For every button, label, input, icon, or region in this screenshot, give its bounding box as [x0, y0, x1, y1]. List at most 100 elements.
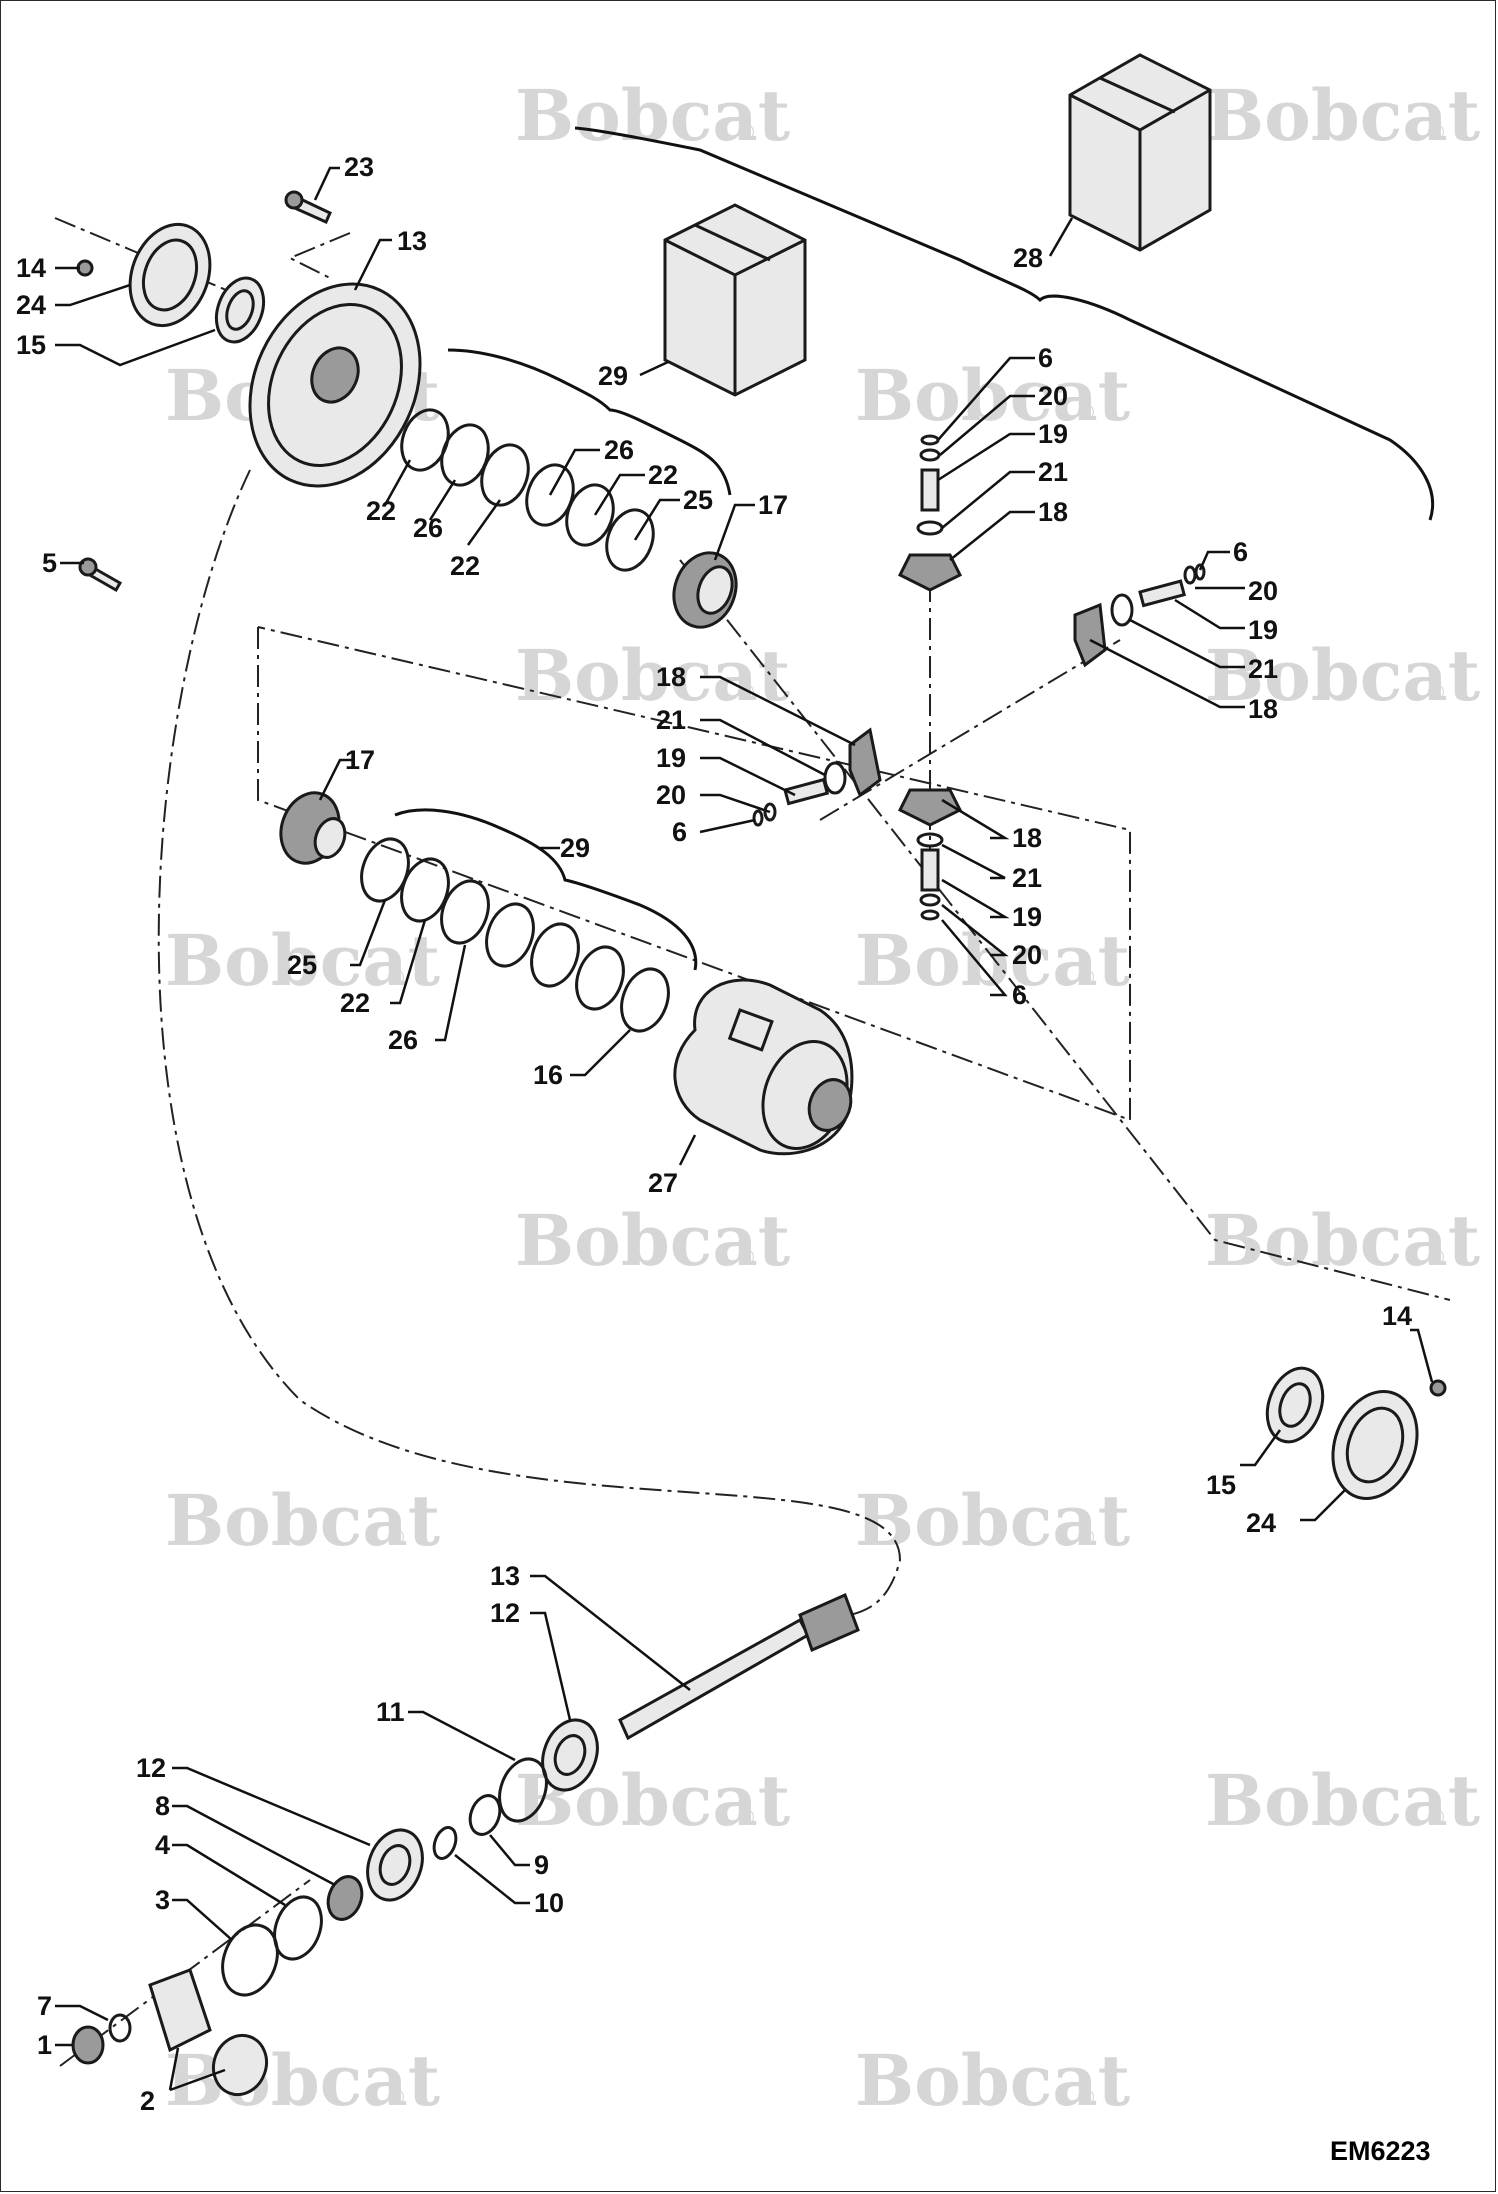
side-gear-lower [279, 791, 347, 865]
bolt-14-left [76, 259, 94, 277]
shim [360, 837, 410, 903]
leader-22c [593, 473, 645, 516]
pinion-right [1073, 563, 1206, 668]
shaft-body [618, 1617, 811, 1741]
gear-hub [310, 346, 360, 404]
side-gear-upper [672, 551, 738, 629]
pinion-body [897, 788, 963, 827]
callout-27: 27 [648, 1168, 678, 1198]
leader-21c [700, 718, 826, 777]
watermark-text: Bobcat [515, 74, 790, 157]
watermark-text: Bobcat [1205, 1199, 1480, 1282]
watermark-text: Bobcat [515, 634, 790, 717]
callout-22d: 22 [340, 988, 370, 1018]
watermark-reg: ® [1075, 1526, 1097, 1551]
callout-20a: 20 [1038, 381, 1068, 411]
thrust-washer [1110, 593, 1134, 627]
watermark-r4c2: Bobcat® [855, 919, 1130, 1002]
watermark-text: Bobcat [1205, 634, 1480, 717]
leader-8 [172, 1804, 336, 1887]
watermark-reg: ® [1075, 966, 1097, 991]
callout-22c: 22 [648, 460, 678, 490]
leader-6d [941, 919, 1008, 997]
callout-26c: 26 [388, 1025, 418, 1055]
watermark-r8c1: Bobcat® [165, 2039, 440, 2122]
watermark-r4c1: Bobcat® [165, 919, 440, 1002]
callout-11: 11 [376, 1697, 405, 1727]
watermark-reg: ® [385, 2086, 407, 2111]
kit-29-upper-brace [447, 348, 732, 496]
watermark-r7c2: Bobcat® [1205, 1759, 1480, 1842]
watermark-reg: ® [735, 1246, 757, 1271]
leader-19c [700, 756, 796, 797]
callout-23: 23 [344, 152, 374, 182]
leader-19b [1174, 598, 1245, 630]
leader-15-left [55, 328, 216, 367]
callout-6d: 6 [1012, 980, 1027, 1010]
watermark-r6c1: Bobcat® [165, 1479, 440, 1562]
adjusting-nut-right [1331, 1390, 1419, 1500]
friction-disc [480, 443, 530, 507]
shim-11 [498, 1757, 548, 1823]
thrust-washer [823, 761, 847, 795]
case-boss [727, 1008, 774, 1052]
callout-24-right: 24 [1246, 1508, 1276, 1538]
center-lines [54, 217, 1451, 2067]
callout-3: 3 [155, 1885, 170, 1915]
callout-24-left: 24 [16, 290, 46, 320]
friction-disc [530, 922, 580, 988]
watermark-text: Bobcat [855, 2039, 1130, 2122]
callout-8: 8 [155, 1791, 170, 1821]
ring-gear [248, 282, 422, 488]
callout-22a: 22 [366, 496, 396, 526]
pinion-body [848, 727, 882, 798]
watermark-text: Bobcat [855, 1479, 1130, 1562]
callout-12b: 12 [136, 1753, 166, 1783]
snap-ring [620, 967, 670, 1033]
leader-4 [172, 1843, 286, 1907]
callout-20b: 20 [1248, 576, 1278, 606]
callout-19c: 19 [656, 743, 686, 773]
watermark-r8c2: Bobcat® [855, 2039, 1130, 2122]
leader-19d [941, 878, 1010, 919]
watermark-reg: ® [735, 1806, 757, 1831]
leader-20a [939, 394, 1035, 456]
pinion-shaft [618, 1592, 860, 1741]
leader-26b [548, 448, 600, 496]
yoke-cap-2 [212, 2033, 268, 2097]
bolt-head [284, 190, 304, 210]
leader-25b [350, 899, 387, 967]
leader-19a [937, 432, 1035, 482]
leader-3 [172, 1898, 233, 1941]
watermark-reg: ® [1425, 121, 1447, 146]
callout-19d: 19 [1012, 902, 1042, 932]
watermark-r1c1: Bobcat® [515, 74, 790, 157]
callout-2: 2 [140, 2086, 155, 2116]
callout-17b: 17 [345, 745, 375, 775]
leader-18a [949, 510, 1035, 561]
watermark-text: Bobcat [165, 1479, 440, 1562]
callout-22b: 22 [450, 551, 480, 581]
shim [565, 483, 615, 547]
callout-21b: 21 [1248, 654, 1278, 684]
bolt-head [76, 259, 94, 277]
bearing-left [214, 276, 266, 344]
leader-6a [937, 356, 1035, 441]
callout-6c: 6 [672, 817, 687, 847]
leader-21b [1129, 618, 1245, 669]
assembly-group-box [257, 626, 1131, 1122]
leader-22b [466, 499, 502, 546]
callout-15-right: 15 [1206, 1470, 1236, 1500]
leader-11 [408, 1710, 516, 1762]
watermark-r5c1: Bobcat® [515, 1199, 790, 1282]
o-ring-small [920, 909, 940, 921]
thrust-washer [916, 832, 944, 848]
leader-12a [530, 1611, 572, 1721]
pinion-pin [920, 468, 940, 512]
bearing-bore [553, 1734, 587, 1776]
callout-labels: 23 13 14 24 15 29 28 5 22 26 22 26 22 25… [16, 152, 1412, 2116]
axis-cross-pinions [819, 639, 1121, 821]
axis-main-diagonal [679, 559, 1451, 1301]
leader-6b [1198, 550, 1230, 571]
spacer-9 [468, 1794, 502, 1836]
